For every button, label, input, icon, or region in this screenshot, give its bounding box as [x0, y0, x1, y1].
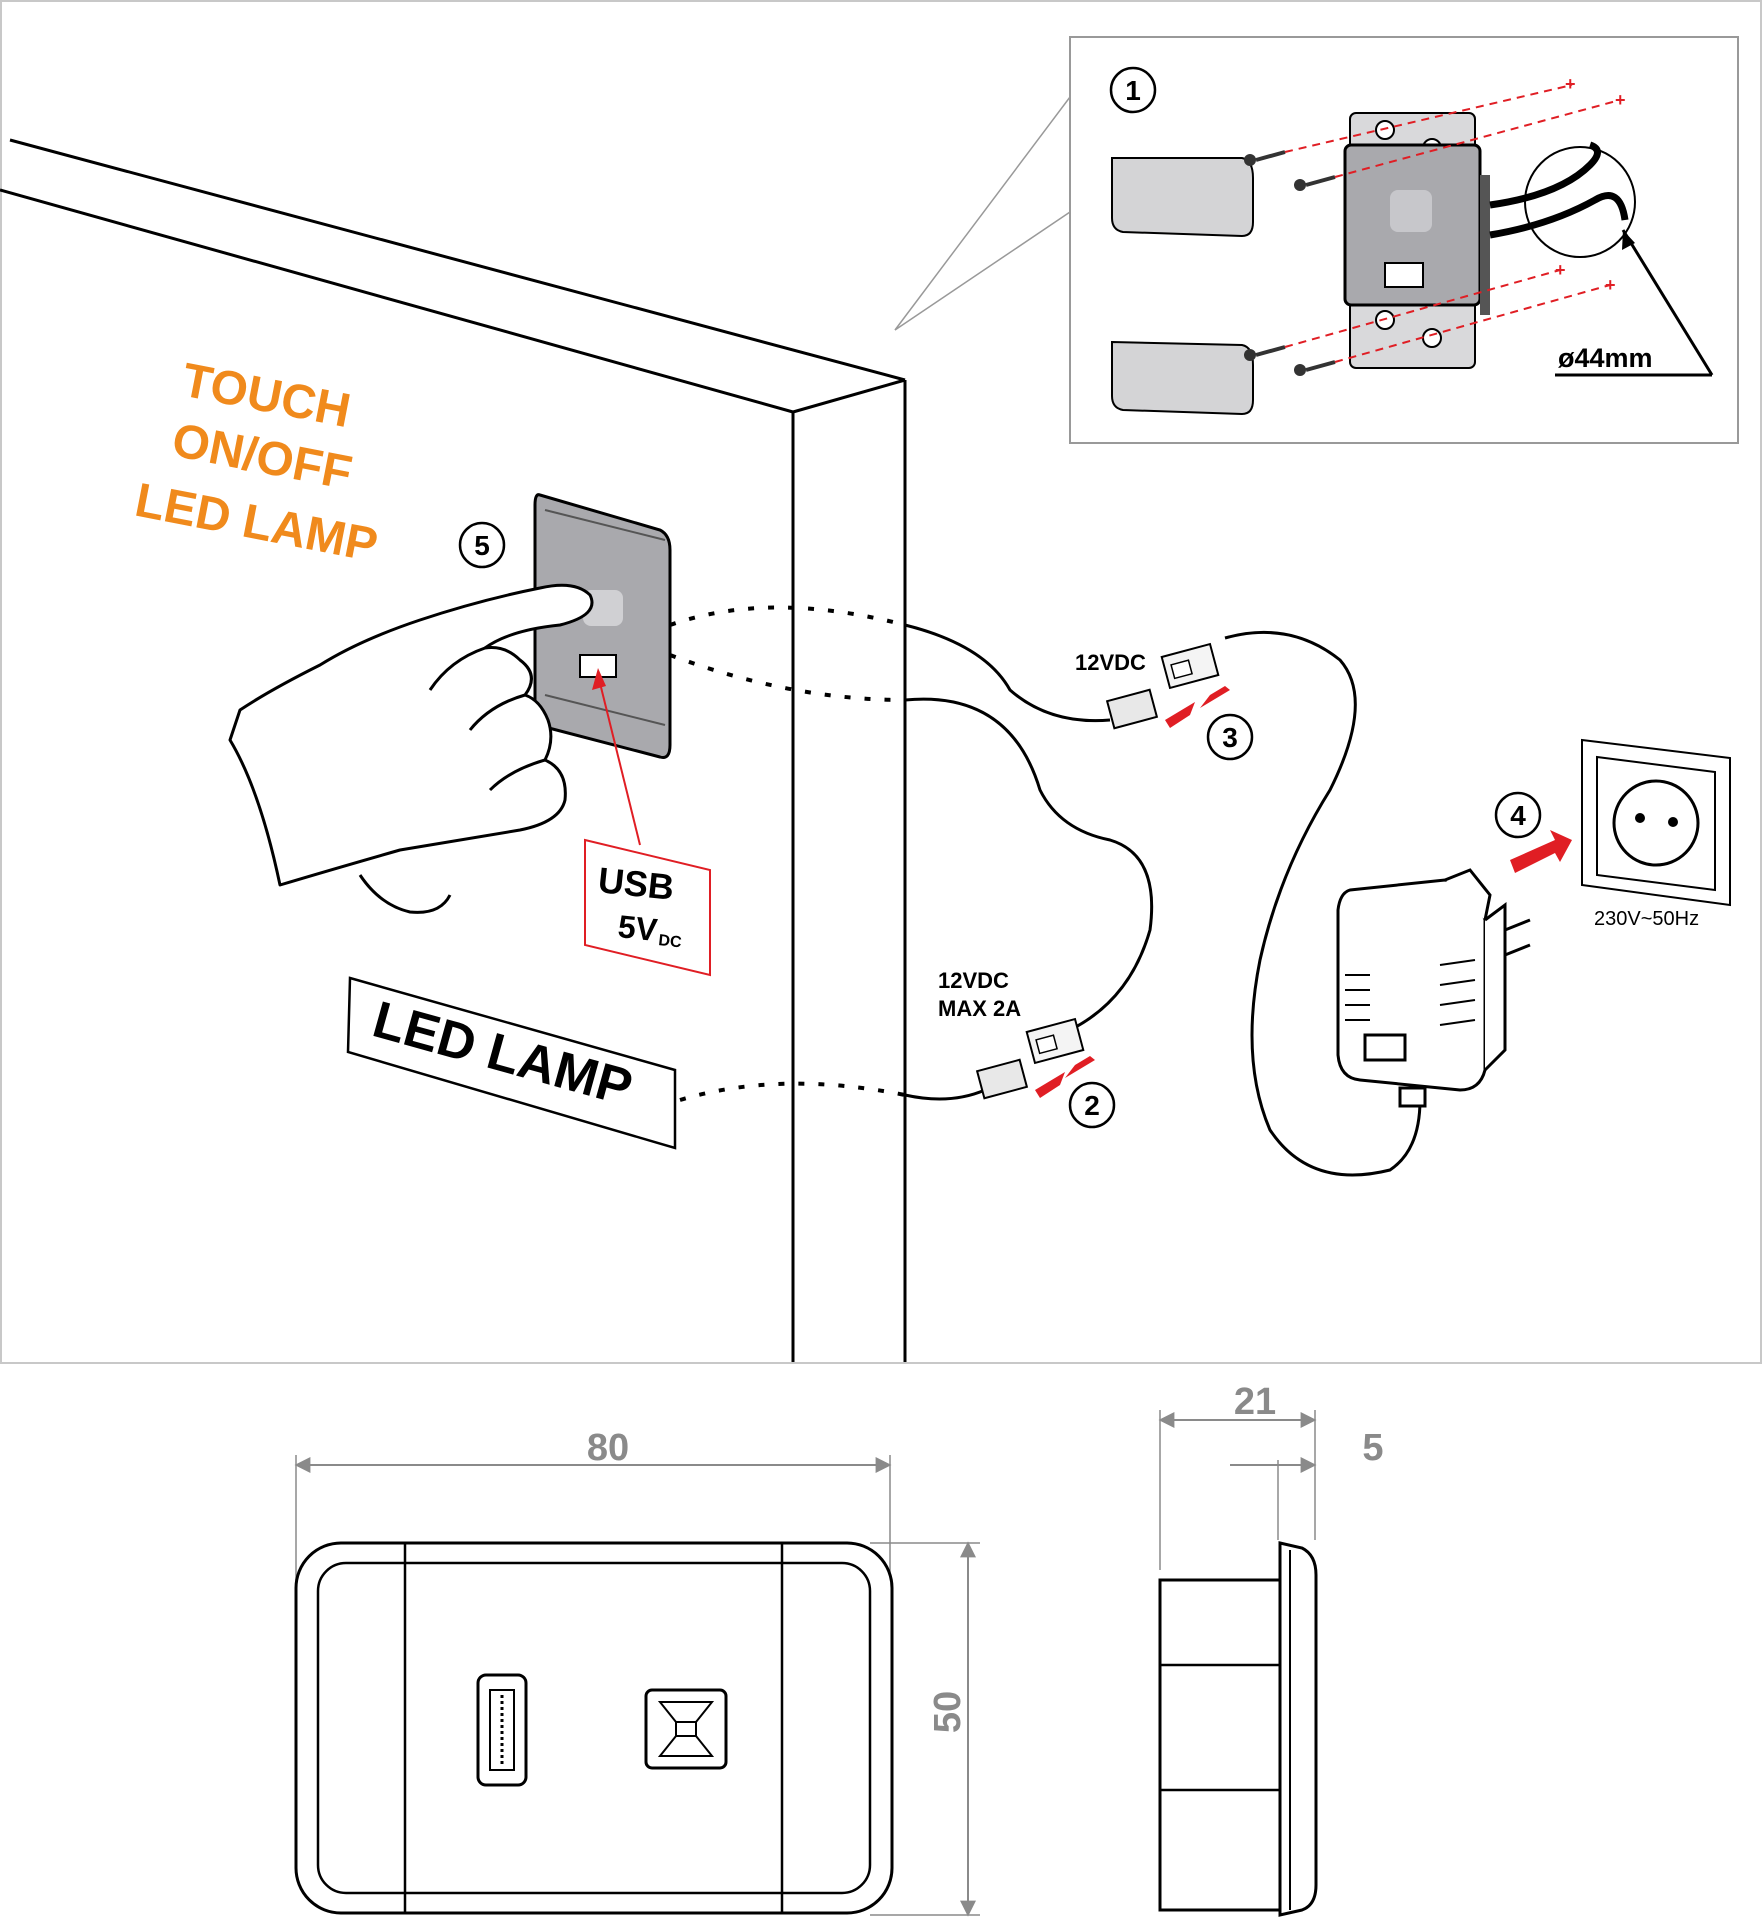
step-2-circle: [1068, 1081, 1116, 1129]
depth-dimension: 21: [1234, 1381, 1276, 1423]
cabinet: [0, 138, 907, 1362]
callout-lines: [894, 96, 1071, 331]
wall-socket-icon: [1581, 738, 1731, 907]
red-arrow-step4: [1510, 830, 1572, 873]
screw-icon: [1244, 345, 1286, 361]
connector-bottom: [975, 1017, 1085, 1100]
hand-icon: [228, 583, 594, 914]
product-title: TOUCH ON/OFF LED LAMP: [131, 354, 382, 573]
socket-label: 230V~50Hz: [1594, 908, 1699, 930]
usb-pointer: [597, 674, 641, 846]
usb-port-icon: [476, 1673, 528, 1787]
step-3-circle: [1206, 713, 1254, 761]
red-arrows-step3: [1165, 686, 1230, 728]
conn-bottom-label-1: 12VDC: [938, 968, 1009, 993]
usb-port-icon: [1384, 262, 1424, 288]
step-4-circle: [1494, 791, 1542, 839]
touch-sensor-icon: [1390, 190, 1432, 232]
step-4-number: 4: [1510, 800, 1526, 831]
plate-dimension: 5: [1362, 1427, 1383, 1469]
detail-inset: + + + + ø44mm 1: [1069, 36, 1739, 444]
step-3-number: 3: [1222, 722, 1238, 753]
usb-label: USB: [596, 859, 676, 908]
adapter-vents: [1345, 959, 1476, 1026]
height-dimension: 50: [927, 1691, 969, 1733]
step-5-number: 5: [474, 530, 490, 561]
cables: [904, 623, 1422, 1177]
hidden-wires: [669, 605, 906, 1102]
width-dimension: 80: [587, 1427, 629, 1469]
screw-icon: [1244, 150, 1286, 166]
svg-text:+: +: [1605, 275, 1616, 295]
led-lamp-box: LED LAMP: [346, 976, 677, 1150]
svg-text:+: +: [1615, 90, 1626, 110]
usb-voltage-sub: DC: [658, 932, 683, 951]
step-1-number: 1: [1125, 75, 1141, 106]
usb-callout: USB 5V DC: [584, 838, 711, 977]
step-2-number: 2: [1084, 1090, 1100, 1121]
top-frame: [0, 0, 1762, 1364]
screw-icon: [1294, 360, 1336, 376]
end-cap-top: [1111, 157, 1254, 238]
power-adapter-icon: [1336, 868, 1531, 1108]
side-view-drawing: 21 5: [1158, 1381, 1384, 1917]
wall-hole: [1524, 146, 1636, 258]
front-view-drawing: 80 50: [294, 1427, 980, 1917]
svg-text:+: +: [1555, 260, 1566, 280]
hole-diameter-label: ø44mm: [1558, 343, 1653, 373]
step-1-circle: [1109, 66, 1157, 114]
conn-top-label: 12VDC: [1075, 650, 1146, 675]
installed-switch: [533, 493, 672, 759]
svg-text:+: +: [1565, 74, 1576, 94]
conn-bottom-label-2: MAX 2A: [938, 996, 1021, 1021]
step-5-circle: [458, 521, 506, 569]
usb-voltage: 5V: [616, 908, 659, 948]
touch-sensor-icon: [644, 1688, 728, 1770]
red-arrows-step2: [1035, 1056, 1095, 1098]
connector-top: [1105, 642, 1220, 730]
screw-icon: [1294, 175, 1336, 191]
end-cap-bottom: [1111, 340, 1254, 416]
